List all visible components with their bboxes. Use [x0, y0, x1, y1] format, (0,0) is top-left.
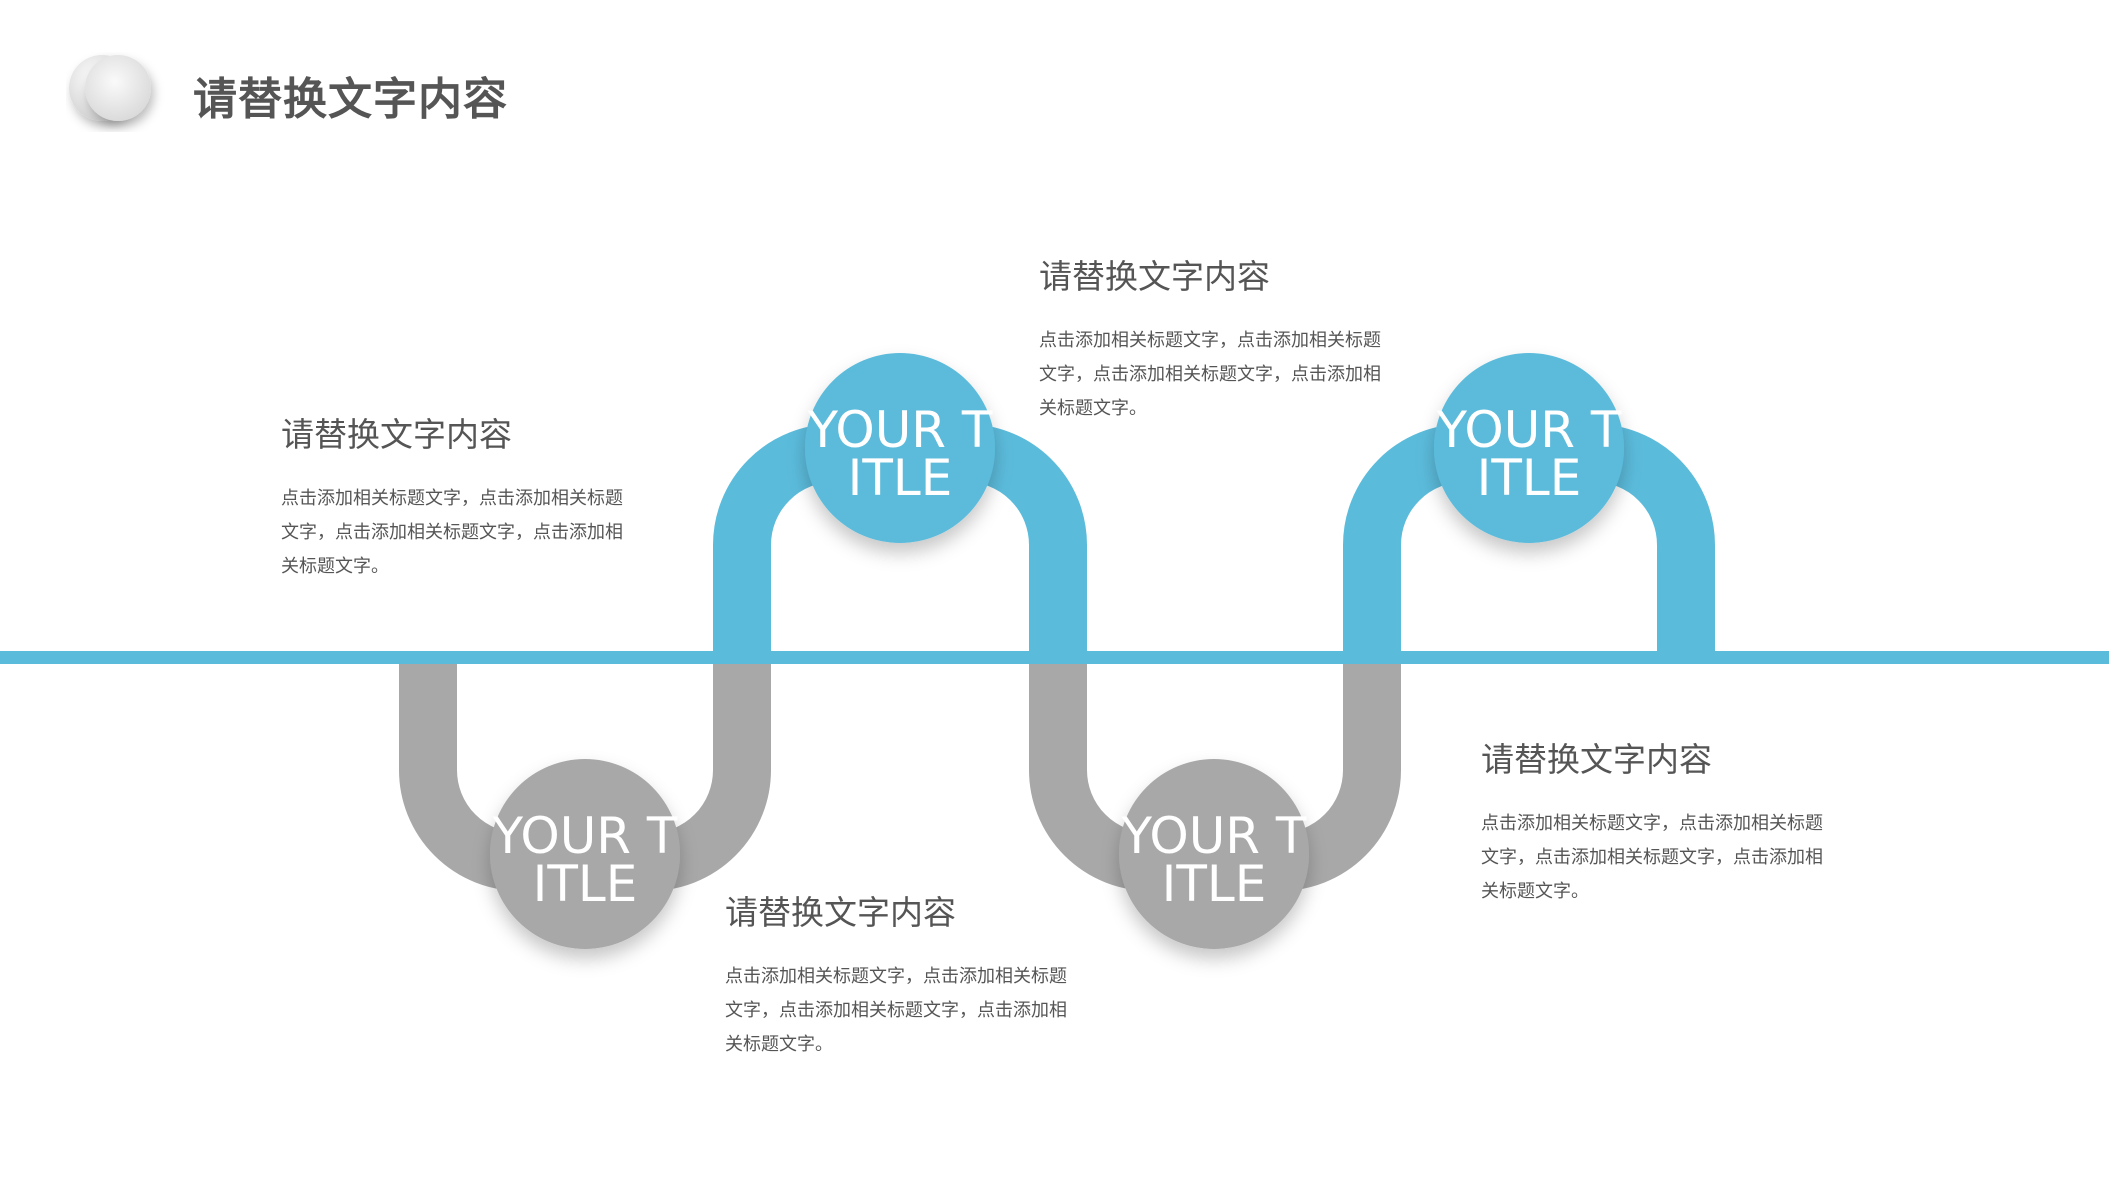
node-circle-1 — [805, 353, 995, 543]
block-heading: 请替换文字内容 — [1039, 257, 1270, 296]
node-label-4: YOUR TITLE — [1121, 812, 1307, 913]
block-body: 点击添加相关标题文字，点击添加相关标题文字，点击添加相关标题文字，点击添加相关标… — [1039, 330, 1381, 419]
block-heading: 请替换文字内容 — [1481, 740, 1712, 779]
node-label-3: YOUR TITLE — [492, 812, 678, 913]
timeline-axis — [0, 651, 2109, 664]
block-heading: 请替换文字内容 — [725, 893, 956, 932]
node-label-2: YOUR TITLE — [1436, 406, 1622, 507]
block-heading: 请替换文字内容 — [281, 415, 512, 454]
text-block-3: 请替换文字内容 点击添加相关标题文字，点击添加相关标题文字，点击添加相关标题文字… — [725, 886, 1075, 1062]
block-body: 点击添加相关标题文字，点击添加相关标题文字，点击添加相关标题文字，点击添加相关标… — [725, 966, 1067, 1055]
logo-icon — [69, 55, 151, 121]
block-body: 点击添加相关标题文字，点击添加相关标题文字，点击添加相关标题文字，点击添加相关标… — [1481, 813, 1823, 902]
node-label-1: YOUR TITLE — [807, 406, 993, 507]
page-title: 请替换文字内容 — [193, 74, 508, 125]
node-circle-3 — [490, 759, 680, 949]
node-circle-4 — [1119, 759, 1309, 949]
text-block-4: 请替换文字内容 点击添加相关标题文字，点击添加相关标题文字，点击添加相关标题文字… — [1481, 733, 1831, 909]
text-block-2: 请替换文字内容 点击添加相关标题文字，点击添加相关标题文字，点击添加相关标题文字… — [1039, 250, 1389, 426]
text-block-1: 请替换文字内容 点击添加相关标题文字，点击添加相关标题文字，点击添加相关标题文字… — [281, 408, 631, 584]
block-body: 点击添加相关标题文字，点击添加相关标题文字，点击添加相关标题文字，点击添加相关标… — [281, 488, 623, 577]
node-circle-2 — [1434, 353, 1624, 543]
